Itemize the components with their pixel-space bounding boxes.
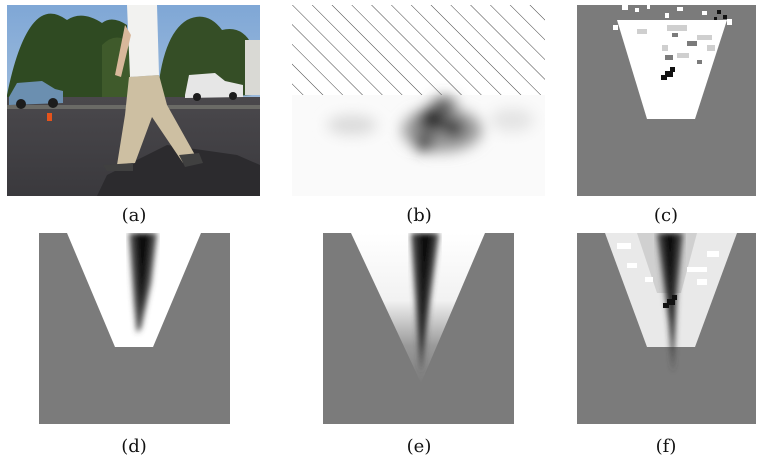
light-cells xyxy=(617,243,719,285)
occupancy-grid-image xyxy=(577,5,756,196)
caption-a: (a) xyxy=(121,205,147,226)
street-photo-image xyxy=(7,5,260,196)
wedge-streak-image xyxy=(323,233,514,424)
walking-person xyxy=(103,5,203,171)
dark-blob-cluster xyxy=(327,97,534,152)
caption-d: (d) xyxy=(121,436,147,457)
dark-streak xyxy=(129,233,157,333)
blurred-map-image xyxy=(292,5,545,196)
caption-e: (e) xyxy=(406,436,432,457)
scattered-cells xyxy=(613,5,732,30)
panel-c-grid xyxy=(577,5,756,196)
white-van xyxy=(185,73,243,101)
caption-b: (b) xyxy=(406,205,432,226)
trapezoid-streak-image xyxy=(39,233,230,424)
panel-e-wedge xyxy=(323,233,514,424)
hatched-region xyxy=(292,5,545,95)
panel-a-photo xyxy=(7,5,260,196)
blue-car xyxy=(9,81,63,109)
panel-f-fused xyxy=(577,233,756,424)
obstacle-cells xyxy=(661,10,727,80)
panel-b-map xyxy=(292,5,545,196)
caption-c: (c) xyxy=(653,205,679,226)
light-gray-cells xyxy=(637,25,715,58)
fused-grid-image xyxy=(577,233,756,424)
caption-f: (f) xyxy=(655,436,677,457)
dark-streak xyxy=(411,233,439,373)
gray-speckle xyxy=(665,33,702,64)
panel-d-trapezoid xyxy=(39,233,230,424)
obstacle-cells xyxy=(663,295,677,308)
